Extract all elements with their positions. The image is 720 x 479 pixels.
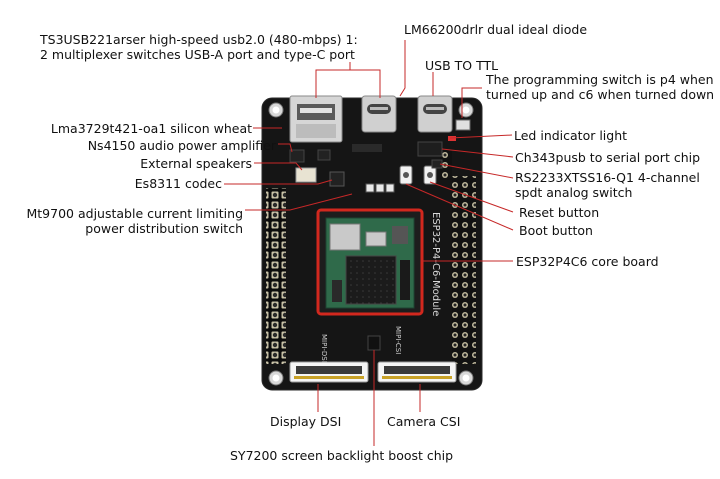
label-mt9700: Mt9700 adjustable current limiting power… (26, 206, 244, 236)
label-dsi: Display DSI (270, 414, 342, 429)
label-lm66200: LM66200drlr dual ideal diode (404, 22, 588, 37)
csi-connector (377, 361, 457, 383)
label-es8311: Es8311 codec (134, 176, 222, 191)
right-header (452, 176, 476, 364)
label-prog-switch: The programming switch is p4 when turned… (486, 72, 715, 102)
label-ns4150: Ns4150 audio power amplifier (87, 138, 276, 153)
label-boot: Boot button (519, 223, 593, 238)
usb-c-port-1 (361, 95, 397, 133)
label-reset: Reset button (519, 205, 600, 220)
label-ch343: Ch343pusb to serial port chip (515, 150, 701, 165)
label-ts3usb: TS3USB221arser high-speed usb2.0 (480-mb… (40, 32, 358, 62)
top-components (289, 119, 471, 193)
label-usb-ttl: USB TO TTL (425, 58, 499, 73)
dsi-connector (289, 361, 369, 383)
mipi-csi-silkscreen: MIPI-CSI (394, 326, 402, 354)
label-led: Led indicator light (514, 128, 628, 143)
label-esp32: ESP32P4C6 core board (516, 254, 659, 269)
core-module (316, 208, 424, 316)
label-csi: Camera CSI (387, 414, 461, 429)
label-speakers: External speakers (140, 156, 252, 171)
mipi-dsi-silkscreen: MIPI-DSI (320, 334, 328, 363)
label-rs2233: RS2233XTSS16-Q1 4-channel spdt analog sw… (515, 170, 700, 200)
sy7200-chip (367, 335, 381, 351)
left-header (266, 188, 286, 364)
usb-a-port (289, 95, 343, 143)
label-sy7200: SY7200 screen backlight boost chip (230, 448, 454, 463)
mounting-holes (268, 102, 474, 386)
usb-c-port-2 (417, 95, 453, 133)
label-lma3729: Lma3729t421-oa1 silicon wheat (50, 121, 252, 136)
leader-lines (224, 40, 514, 446)
module-silkscreen: ESP32-P4-C6-Module (430, 212, 441, 316)
